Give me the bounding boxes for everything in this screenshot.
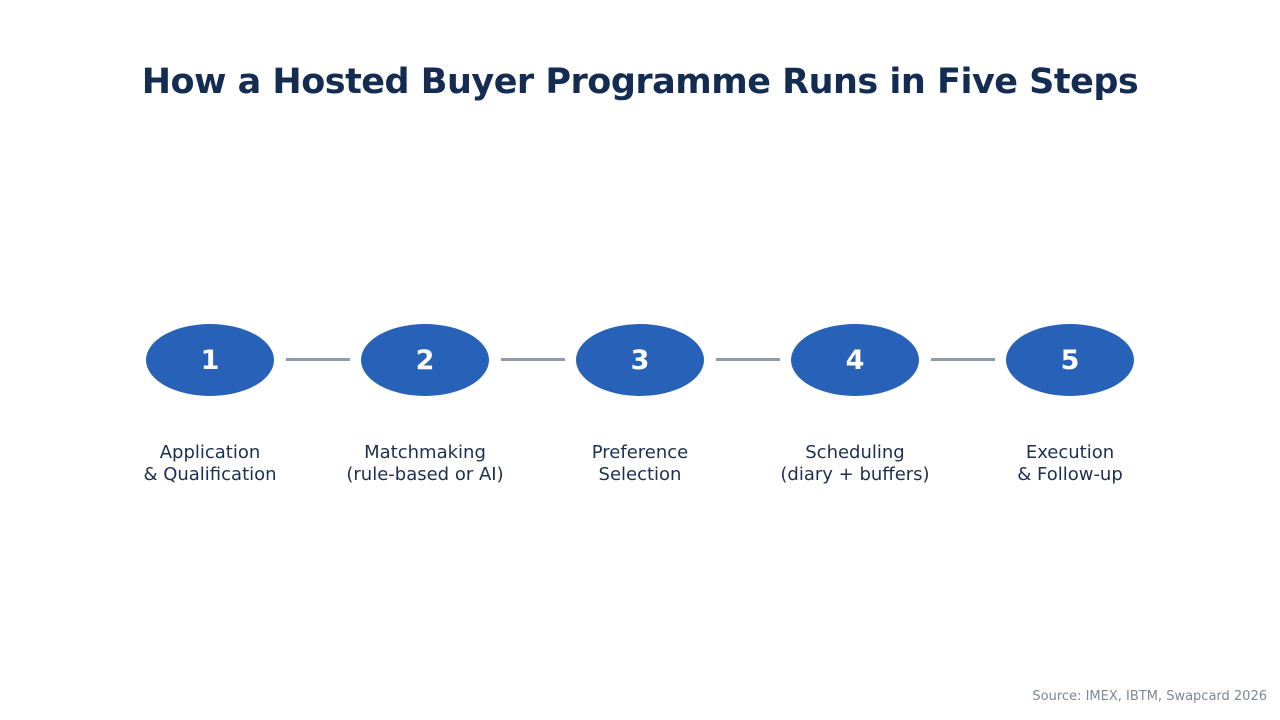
step-number-2: 2	[415, 344, 435, 376]
step-number-5: 5	[1060, 344, 1080, 376]
step-label-2-line2: (rule-based or AI)	[346, 464, 504, 485]
step-label-3-line2: Selection	[598, 464, 682, 485]
step-number-4: 4	[845, 344, 865, 376]
step-label-5-line1: Execution	[1025, 442, 1115, 463]
step-label-1-line1: Application	[159, 442, 261, 463]
step-label-1-line2: & Qualification	[143, 464, 277, 485]
connector-3-4	[716, 358, 780, 361]
step-label-3-line1: Preference	[591, 442, 689, 463]
step-number-1: 1	[200, 344, 220, 376]
source-note: Source: IMEX, IBTM, Swapcard 2026	[1032, 689, 1267, 704]
step-node-3: 3	[576, 324, 704, 396]
step-label-2: Matchmaking (rule-based or AI)	[320, 442, 530, 486]
step-label-5: Execution & Follow-up	[965, 442, 1175, 486]
connector-2-3	[501, 358, 565, 361]
step-label-4-line2: (diary + buffers)	[780, 464, 930, 485]
step-number-3: 3	[630, 344, 650, 376]
step-node-5: 5	[1006, 324, 1134, 396]
step-label-2-line1: Matchmaking	[364, 442, 486, 463]
connector-4-5	[931, 358, 995, 361]
step-label-4-line1: Scheduling	[805, 442, 905, 463]
step-label-5-line2: & Follow-up	[1017, 464, 1123, 485]
step-node-4: 4	[791, 324, 919, 396]
step-node-2: 2	[361, 324, 489, 396]
step-label-1: Application & Qualification	[105, 442, 315, 486]
connector-1-2	[286, 358, 350, 361]
step-label-3: Preference Selection	[535, 442, 745, 486]
diagram-title: How a Hosted Buyer Programme Runs in Fiv…	[141, 62, 1139, 102]
step-label-4: Scheduling (diary + buffers)	[750, 442, 960, 486]
step-node-1: 1	[146, 324, 274, 396]
